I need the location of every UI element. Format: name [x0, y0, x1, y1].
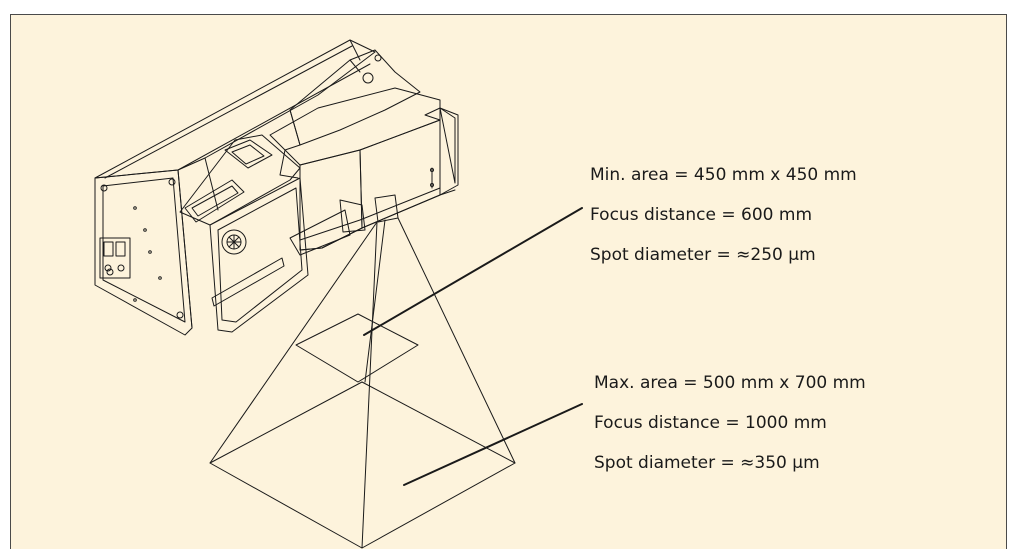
min-area-square — [295, 313, 419, 383]
max-leader-line — [403, 403, 583, 486]
max-area-square — [209, 381, 516, 549]
max-focus-distance-label: Focus distance = 1000 mm — [594, 413, 827, 433]
max-spot-diameter-label: Spot diameter = ≈350 µm — [594, 453, 820, 473]
scan-head — [269, 87, 459, 256]
min-area-label: Min. area = 450 mm x 450 mm — [590, 165, 857, 185]
rear-housing — [94, 39, 376, 336]
upper-body — [279, 49, 421, 179]
min-leader-line — [363, 207, 583, 336]
middle-housing — [179, 134, 309, 333]
min-spot-diameter-label: Spot diameter = ≈250 µm — [590, 245, 816, 265]
min-focus-distance-label: Focus distance = 600 mm — [590, 205, 813, 225]
max-area-label: Max. area = 500 mm x 700 mm — [594, 373, 866, 393]
scan-cone — [209, 217, 516, 549]
